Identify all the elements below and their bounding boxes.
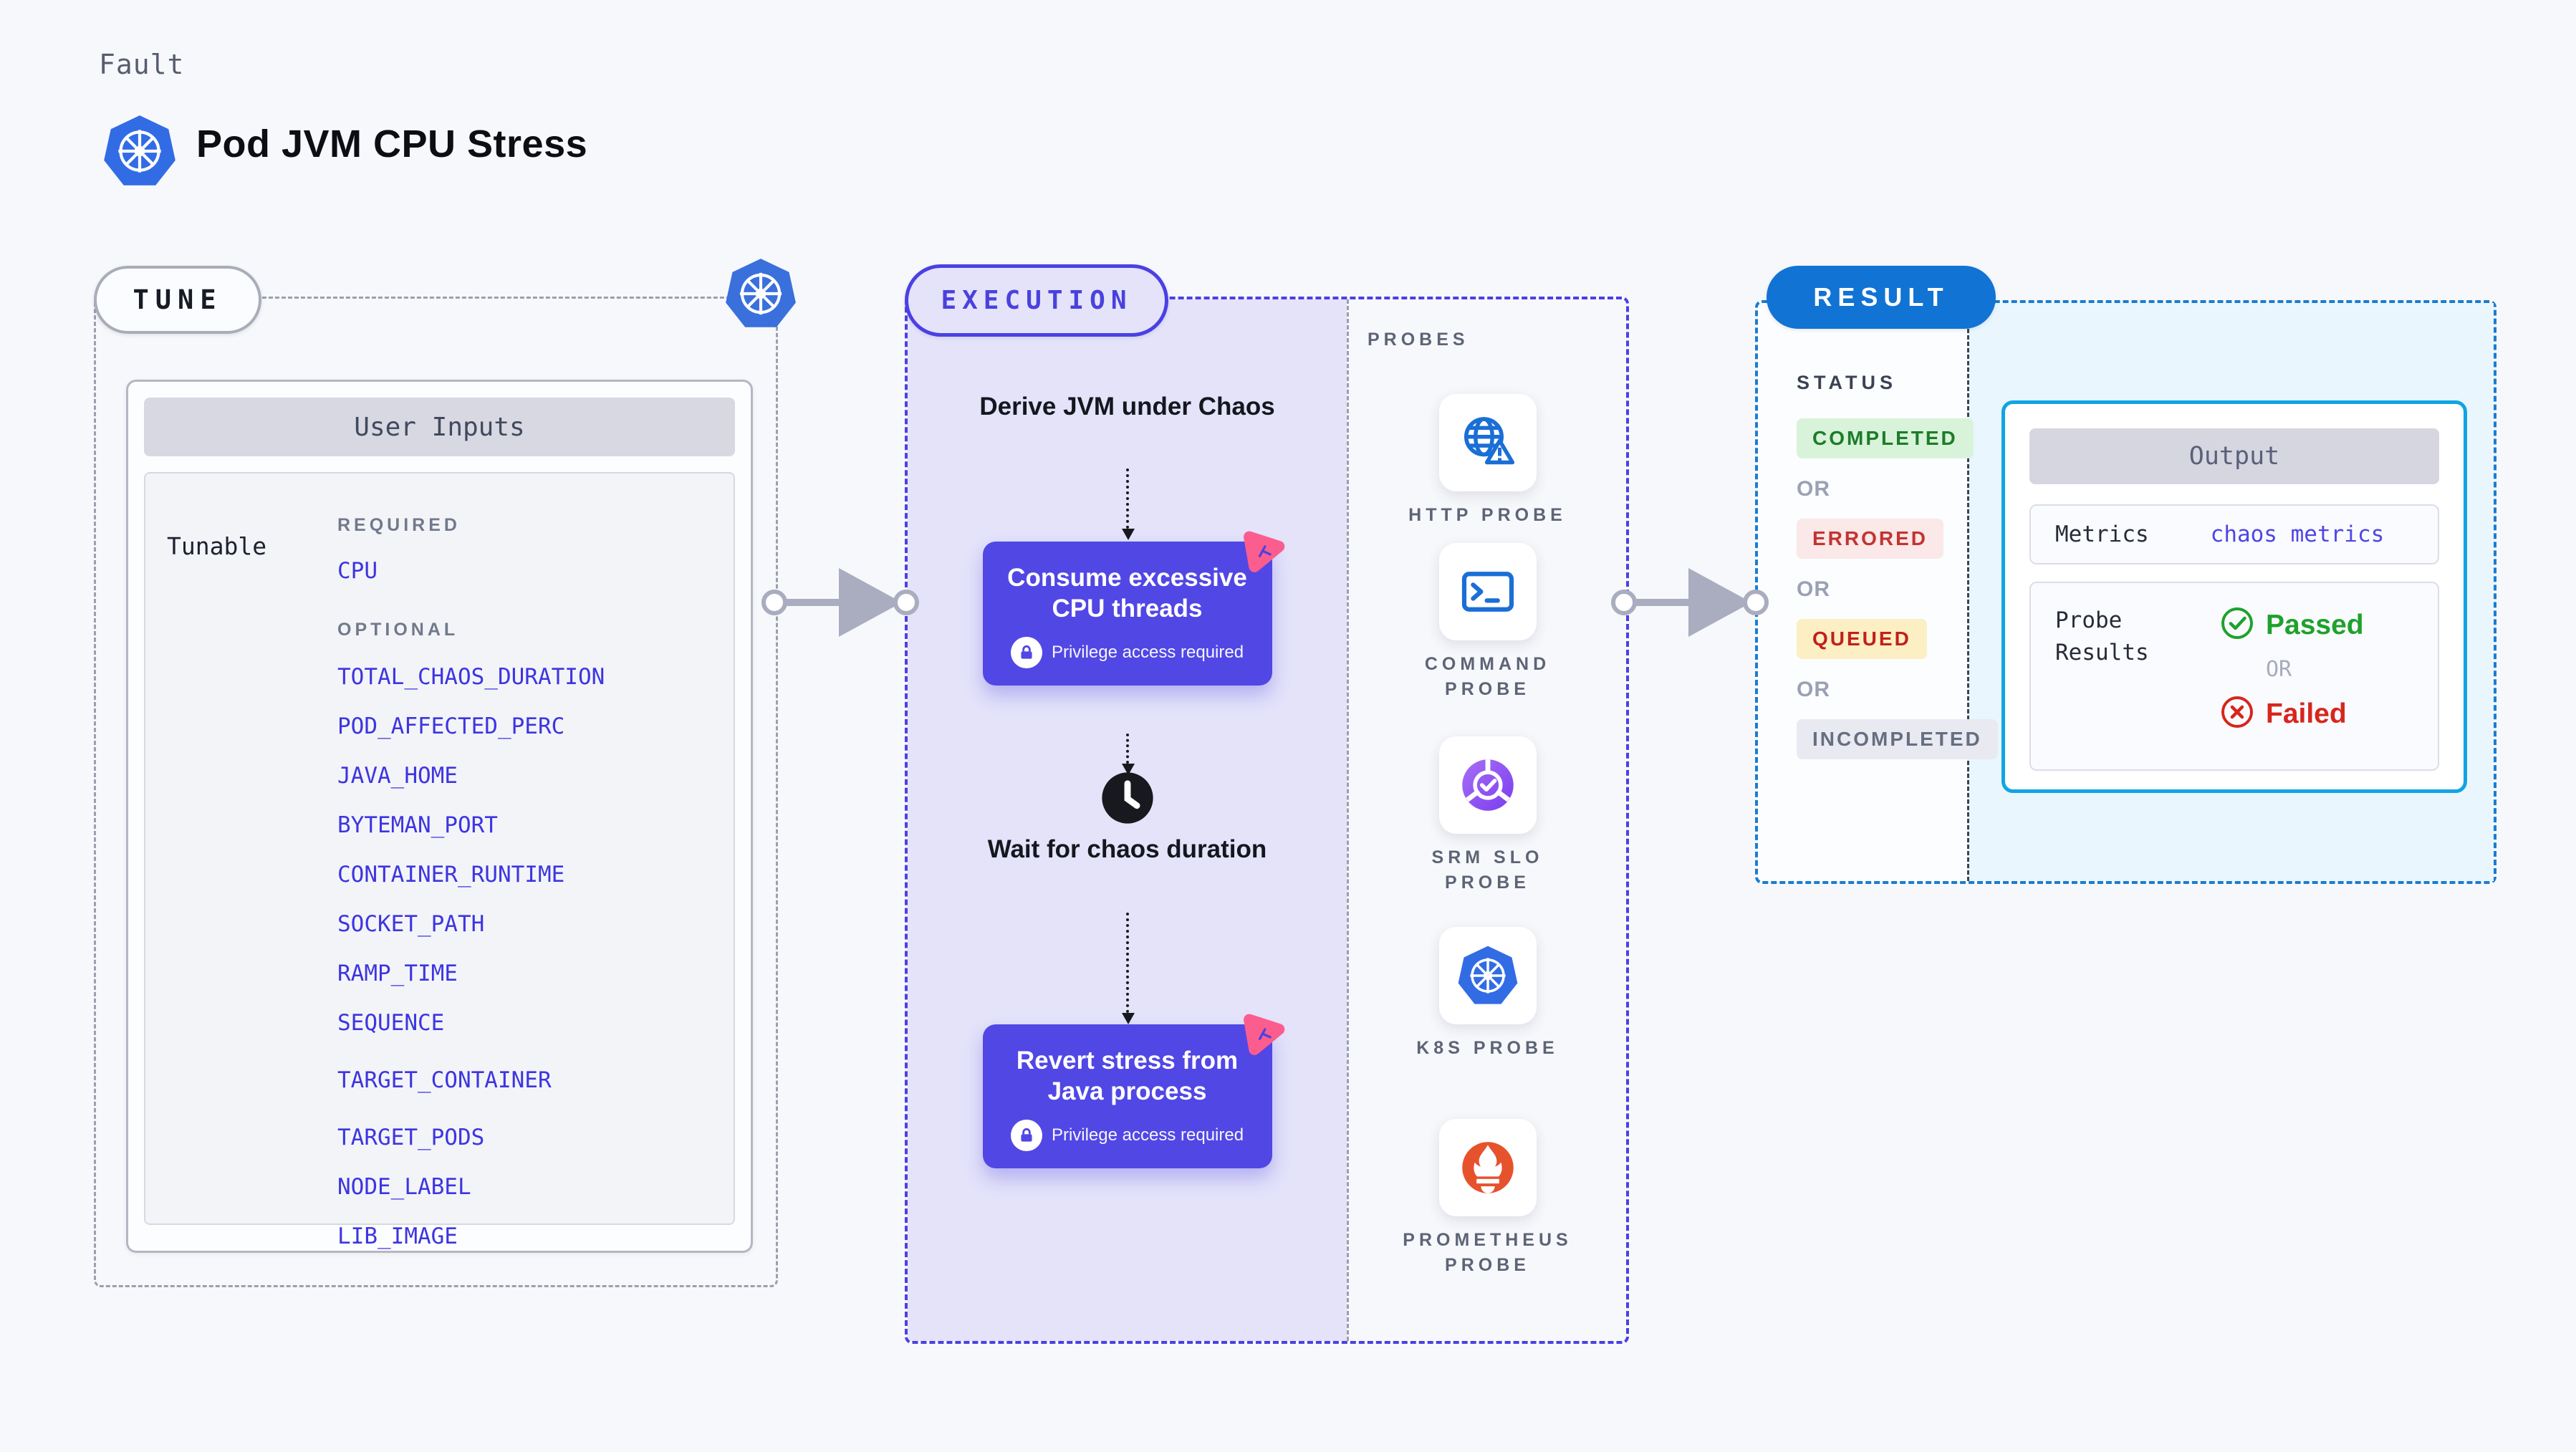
metrics-row: Metrics chaos metrics [2029,504,2439,564]
result-badge: RESULT [1767,266,1996,329]
status-badge-completed: COMPLETED [1797,418,1974,458]
status-badge-errored: ERRORED [1797,519,1944,559]
execution-to-result-arrow [1611,568,1769,637]
consume-action-title: Consume excessive CPU threads [1007,564,1247,622]
clock-icon [1100,771,1155,825]
privilege-note: Privilege access required [1051,1125,1244,1145]
status-heading: STATUS [1797,372,1897,393]
prometheus-probe[interactable]: PROMETHEUS PROBE [1395,1119,1581,1278]
tunable-link[interactable]: NODE_LABEL [337,1174,471,1200]
x-circle-icon [2220,695,2254,733]
tunable-link[interactable]: JAVA_HOME [337,763,458,789]
status-badge-queued: QUEUED [1797,619,1927,659]
privilege-note: Privilege access required [1051,643,1244,663]
fault-kicker: Fault [99,49,185,80]
flow-connector [1121,734,1135,775]
probe-label: COMMAND PROBE [1424,654,1551,699]
or-label: OR [2266,657,2292,682]
probes-panel: PROBES HTTP PROBE [1347,299,1626,1341]
lock-icon [1010,637,1042,669]
kubernetes-icon [102,112,178,191]
command-probe-icon [1438,543,1537,640]
tune-to-execution-arrow [761,568,919,637]
probe-label: K8S PROBE [1416,1038,1559,1058]
failed-label: Failed [2266,698,2347,729]
user-inputs-list: Tunable REQUIRED CPU OPTIONAL TOTAL_CHAO… [144,472,735,1249]
flow-connector [1121,468,1135,540]
chaos-pink-icon [1234,523,1289,579]
execution-flow: Derive JVM under Chaos Consume excessive… [908,299,1347,1341]
flow-connector [1121,913,1135,1024]
kubernetes-icon [724,255,798,332]
tunable-link[interactable]: POD_AFFECTED_PERC [337,713,565,739]
tunable-link[interactable]: TOTAL_CHAOS_DURATION [337,664,605,690]
or-label: OR [1797,577,1830,601]
revert-stress-action-card: Revert stress from Java process Privileg… [982,1014,1284,1169]
chaos-pink-icon [1234,1006,1289,1062]
result-section: STATUS COMPLETED OR ERRORED OR QUEUED OR… [1755,300,2496,884]
tune-badge: TUNE [94,266,261,334]
consume-cpu-action-card: Consume excessive CPU threads Privilege … [982,531,1284,686]
chaos-metrics-link[interactable]: chaos metrics [2210,521,2385,547]
required-heading: REQUIRED [337,515,461,535]
command-probe[interactable]: COMMAND PROBE [1395,543,1581,702]
metrics-label: Metrics [2055,521,2149,547]
or-label: OR [1797,477,1830,501]
tunable-link[interactable]: BYTEMAN_PORT [337,812,498,838]
derive-step-label: Derive JVM under Chaos [979,393,1275,420]
user-inputs-title: User Inputs [144,398,735,456]
probe-results-row: Probe Results Passed OR [2029,582,2439,771]
page-title: Pod JVM CPU Stress [196,122,588,165]
tunable-link[interactable]: RAMP_TIME [337,961,458,986]
probes-heading: PROBES [1368,330,1469,350]
tunable-link[interactable]: SEQUENCE [337,1010,445,1036]
execution-section: Derive JVM under Chaos Consume excessive… [905,297,1629,1344]
probe-label: PROMETHEUS PROBE [1403,1230,1572,1275]
probe-label: SRM SLO PROBE [1431,847,1544,893]
srm-slo-probe-icon [1438,736,1537,834]
k8s-probe[interactable]: K8S PROBE [1395,927,1581,1061]
wait-step-label: Wait for chaos duration [987,835,1267,863]
status-column: STATUS COMPLETED OR ERRORED OR QUEUED OR… [1797,372,1998,759]
execution-badge: EXECUTION [905,264,1168,337]
prometheus-probe-icon [1438,1119,1537,1216]
tunable-link[interactable]: CONTAINER_RUNTIME [337,862,565,888]
k8s-probe-icon [1438,927,1537,1024]
lock-icon [1010,1120,1042,1152]
tunable-link[interactable]: LIB_IMAGE [337,1223,458,1249]
passed-label: Passed [2266,609,2364,640]
output-title: Output [2029,428,2439,484]
tunable-link-cpu[interactable]: CPU [337,558,378,584]
revert-action-title: Revert stress from Java process [1016,1047,1239,1105]
tunable-link[interactable]: TARGET_CONTAINER [337,1067,552,1093]
probe-label: HTTP PROBE [1408,505,1567,525]
optional-heading: OPTIONAL [337,620,459,640]
http-probe-icon [1438,394,1537,491]
probe-results-label: Probe Results [2055,607,2149,665]
output-card: Output Metrics chaos metrics Probe Resul… [2001,400,2467,793]
user-inputs-card: User Inputs Tunable REQUIRED CPU OPTIONA… [126,380,753,1253]
srm-slo-probe[interactable]: SRM SLO PROBE [1395,736,1581,895]
http-probe[interactable]: HTTP PROBE [1395,394,1581,528]
tune-section: User Inputs Tunable REQUIRED CPU OPTIONA… [94,297,778,1287]
tunable-row-label: Tunable [167,532,267,560]
status-badge-incompleted: INCOMPLETED [1797,719,1998,759]
tunable-link[interactable]: TARGET_PODS [337,1125,485,1150]
or-label: OR [1797,678,1830,701]
tunable-link[interactable]: SOCKET_PATH [337,911,485,937]
check-circle-icon [2220,606,2254,644]
